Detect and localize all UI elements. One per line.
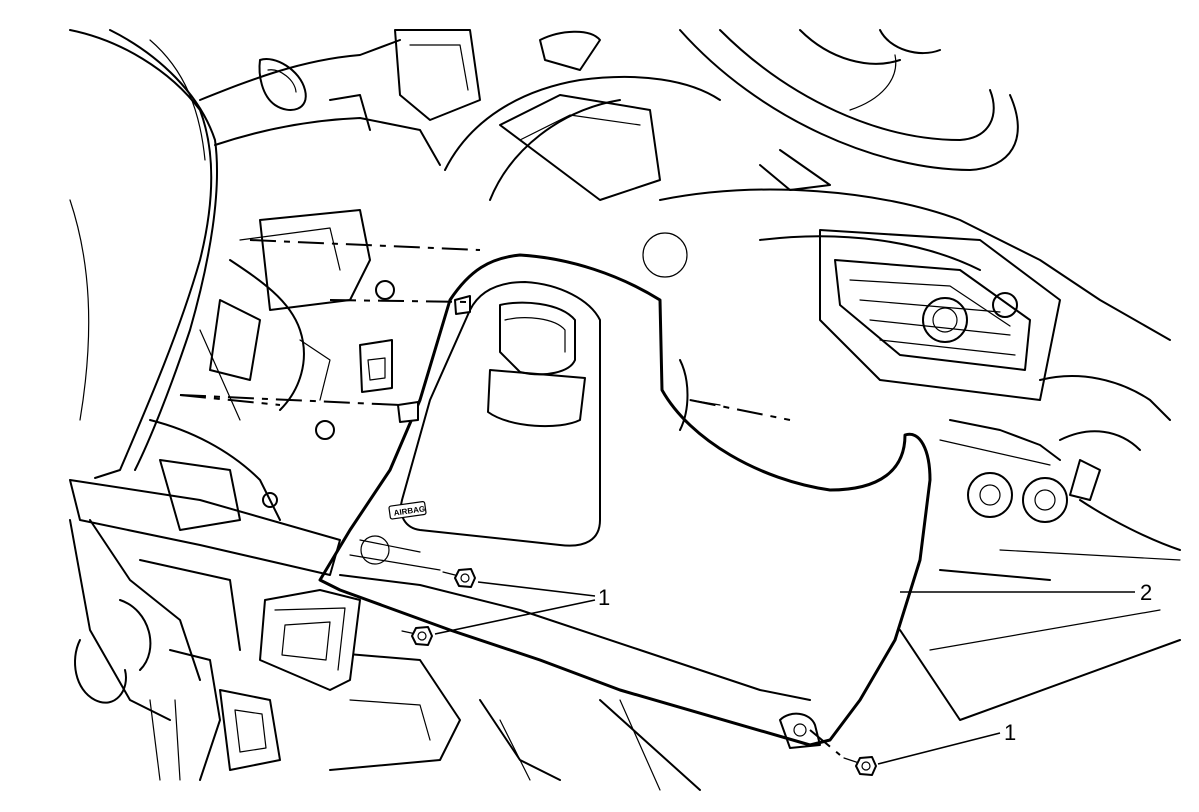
callout-leaders xyxy=(434,581,1135,765)
fastener-locator-lines xyxy=(179,239,841,756)
callout-2: 2 xyxy=(1140,580,1152,605)
callout-1-lower: 1 xyxy=(1004,720,1016,745)
knee-bolster-panel: AIRBAG xyxy=(318,232,932,749)
bolt-lower-left xyxy=(401,626,433,646)
callout-1-upper: 1 xyxy=(598,585,610,610)
bolt-upper-right xyxy=(442,568,476,588)
bolt-bottom-right xyxy=(843,756,877,776)
airbag-badge: AIRBAG xyxy=(388,501,427,520)
instrument-panel-background xyxy=(69,29,1181,791)
airbag-badge-text: AIRBAG xyxy=(393,504,426,517)
